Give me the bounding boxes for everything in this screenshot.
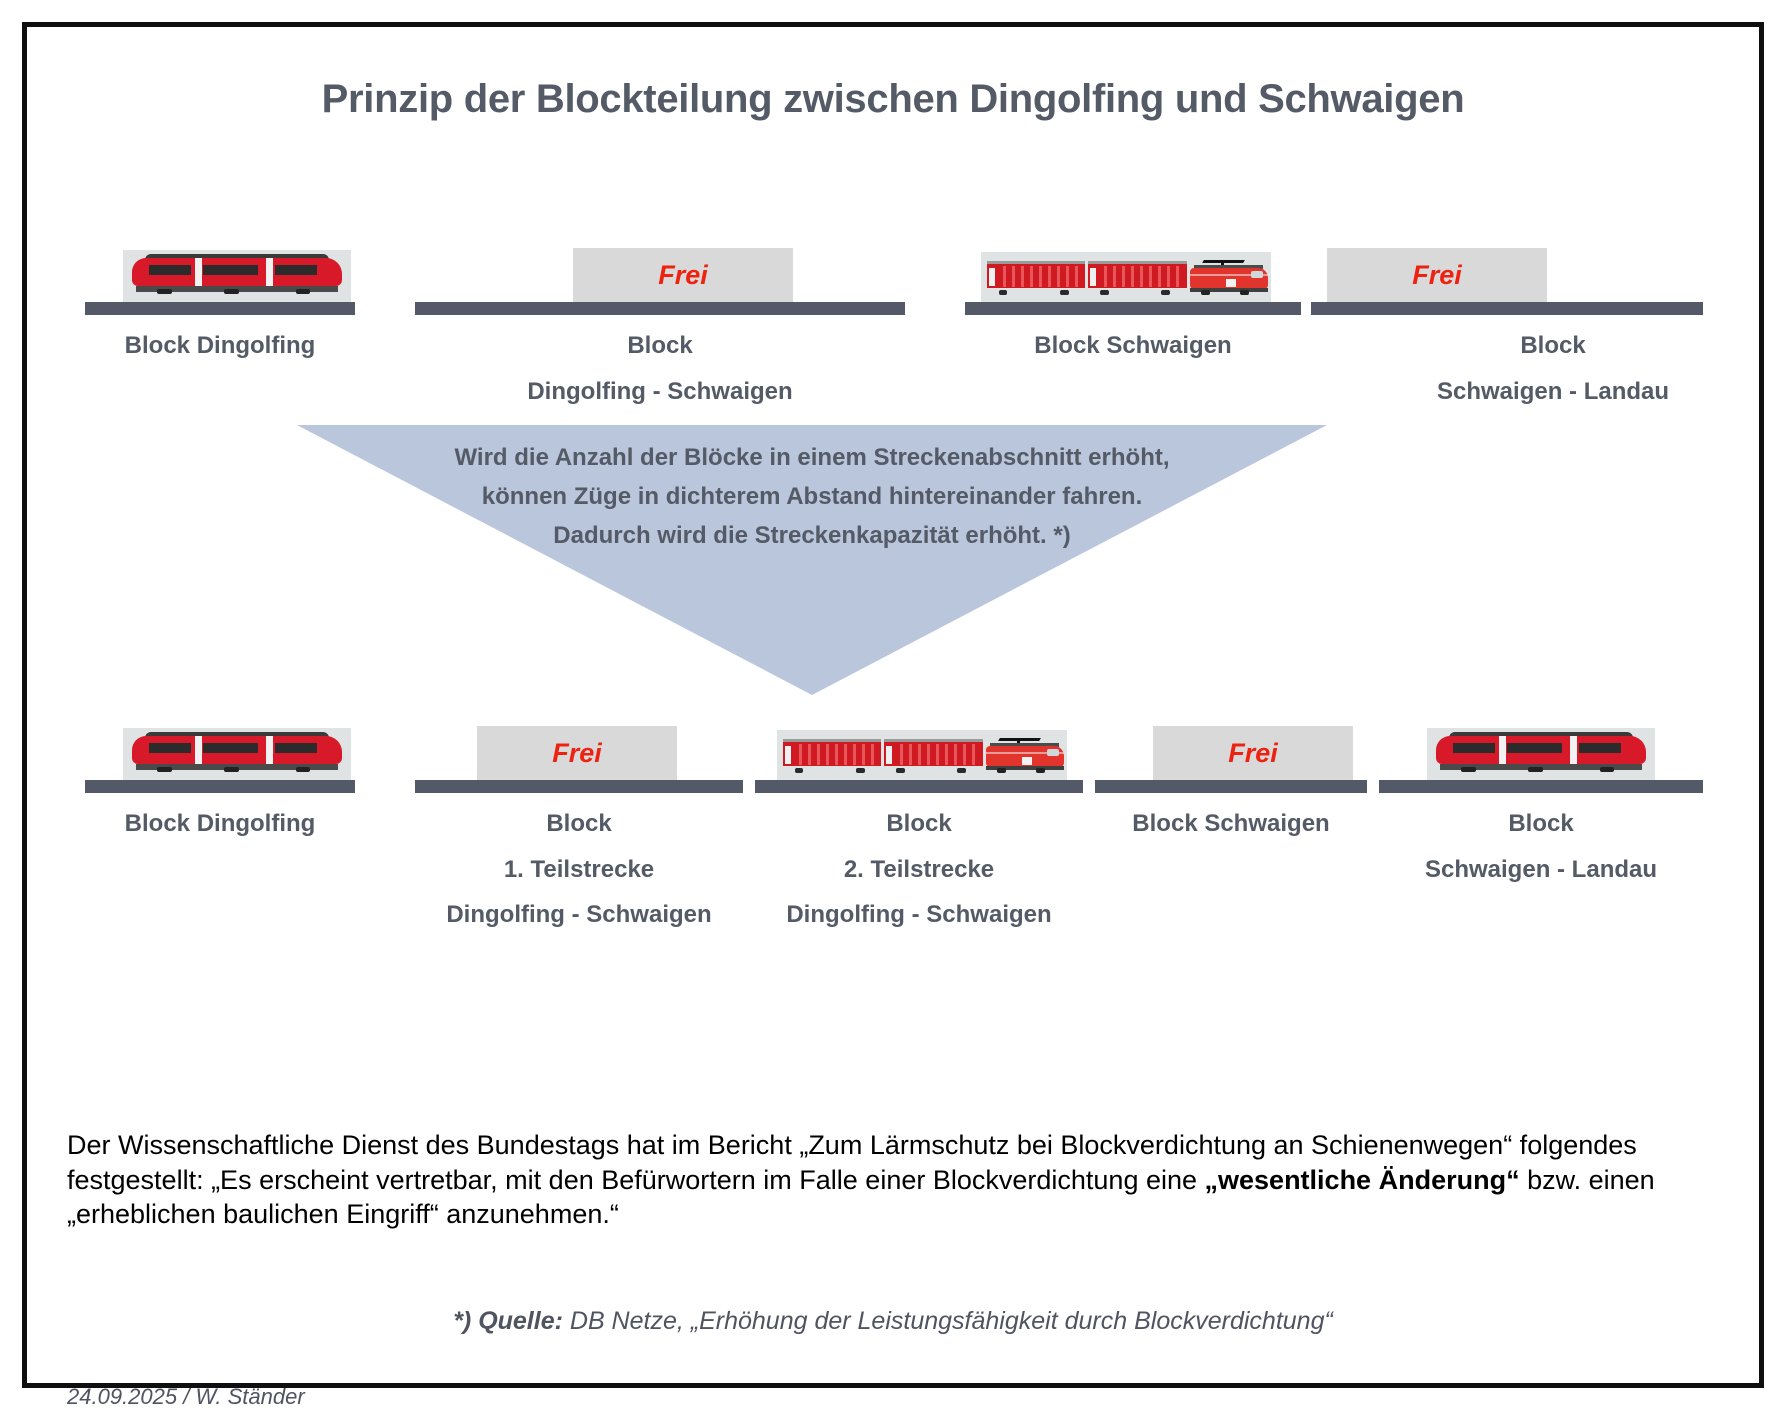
block-label-line: Schwaigen - Landau (1437, 377, 1670, 405)
freight-wagon (1088, 261, 1187, 295)
bottom-block-row: Block Dingolfing Frei Block 1. Teilstrec… (27, 27, 1759, 928)
train-body (132, 258, 342, 286)
top-block-row: Block Dingolfing Frei Block Dingolfing -… (27, 27, 1759, 405)
rail-bar (85, 780, 355, 793)
source-note: *) Quelle: DB Netze, „Erhöhung der Leist… (27, 1307, 1769, 1336)
rail-bar (415, 302, 905, 315)
block-label-line: Dingolfing - Schwaigen (786, 901, 1052, 929)
page-title: Prinzip der Blockteilung zwischen Dingol… (321, 77, 1465, 121)
top-block-1-label: Block Dingolfing (125, 323, 316, 369)
train-roof (144, 254, 330, 260)
train-regional-dmu (123, 728, 351, 780)
bottom-block-5-label: Block Schwaigen - Landau (1425, 801, 1657, 892)
block-label-line: Block (886, 810, 952, 837)
train-regional-dmu (1427, 728, 1655, 780)
bottom-block-3[interactable]: Block 2. Teilstrecke Dingolfing - Schwai… (755, 675, 1083, 928)
body-paragraph: Der Wissenschaftliche Dienst des Bundest… (67, 1128, 1737, 1232)
free-indicator-box: Frei (477, 726, 677, 780)
top-block-4-label: Block Schwaigen - Landau (1437, 323, 1669, 414)
bottom-block-4-label: Block Schwaigen (1132, 801, 1329, 847)
block-label-line: Block (627, 332, 693, 359)
top-block-3[interactable]: Block Schwaigen (965, 197, 1301, 359)
freight-wagon (782, 739, 882, 773)
frei-label: Frei (658, 259, 708, 290)
rail-bar (1311, 302, 1703, 315)
bottom-block-4[interactable]: Frei Block Schwaigen (1095, 675, 1367, 837)
arrow-text: Wird die Anzahl der Blöcke in einem Stre… (297, 439, 1327, 556)
frei-label: Frei (1412, 259, 1462, 290)
top-block-2[interactable]: Frei Block Dingolfing - Schwaigen (415, 197, 905, 405)
freight-wagon (986, 261, 1086, 295)
bottom-block-2[interactable]: Frei Block 1. Teilstrecke Dingolfing - S… (415, 675, 743, 928)
train-freight (777, 730, 1067, 780)
train-freight (981, 252, 1271, 302)
rail-bar (85, 302, 355, 315)
frei-label: Frei (552, 737, 602, 768)
free-indicator-box: Frei (573, 248, 793, 302)
train-regional-dmu (123, 250, 351, 302)
block-label-line: Dingolfing - Schwaigen (527, 377, 793, 405)
bottom-block-1[interactable]: Block Dingolfing (85, 675, 355, 837)
arrow-text-line: Wird die Anzahl der Blöcke in einem Stre… (454, 444, 1170, 471)
block-label-line: Block Schwaigen (1034, 332, 1232, 359)
paragraph-part-2: bzw. einen „erheblichen baulichen Eingri… (67, 1164, 1655, 1230)
arrow-text-line: können Züge in dichterem Abstand hintere… (481, 482, 1143, 510)
bottom-block-3-label: Block 2. Teilstrecke Dingolfing - Schwai… (786, 801, 1051, 938)
rail-bar (415, 780, 743, 793)
rail-bar (1379, 780, 1703, 793)
freight-wagon (884, 739, 983, 773)
block-label-line: Block Dingolfing (124, 332, 316, 359)
rail-bar (965, 302, 1301, 315)
arrow-text-line: Dadurch wird die Streckenkapazität erhöh… (553, 521, 1071, 549)
rail-bar (755, 780, 1083, 793)
slide-frame: Prinzip der Blockteilung zwischen Dingol… (22, 22, 1764, 1409)
free-indicator-box: Frei (1153, 726, 1353, 780)
block-label-line: Block Dingolfing (124, 810, 316, 837)
bottom-block-2-label: Block 1. Teilstrecke Dingolfing - Schwai… (446, 801, 711, 938)
paragraph-bold: „wesentliche Änderung“ (1204, 1164, 1520, 1195)
block-label-line: 1. Teilstrecke (503, 855, 655, 883)
source-prefix: *) Quelle: (453, 1307, 563, 1335)
top-block-2-label: Block Dingolfing - Schwaigen (527, 323, 792, 414)
rail-bar (1095, 780, 1367, 793)
top-block-3-label: Block Schwaigen (1034, 323, 1231, 369)
frei-label: Frei (1228, 737, 1278, 768)
paragraph-part-1: Der Wissenschaftliche Dienst des Bundest… (67, 1130, 1637, 1195)
top-block-4[interactable]: Frei Block Schwaigen - Landau (1311, 197, 1703, 405)
source-text: DB Netze, „Erhöhung der Leistungsfähigke… (562, 1307, 1333, 1335)
top-block-1[interactable]: Block Dingolfing (85, 197, 355, 359)
block-label-line: 2. Teilstrecke (843, 855, 995, 883)
electric-locomotive (985, 738, 1065, 773)
block-label-line: Block Schwaigen (1132, 810, 1330, 837)
block-label-line: Dingolfing - Schwaigen (446, 901, 712, 929)
block-label-line: Block (546, 810, 612, 837)
free-indicator-box: Frei (1327, 248, 1547, 302)
block-label-line: Block (1508, 810, 1574, 837)
bottom-block-1-label: Block Dingolfing (125, 801, 316, 847)
block-label-line: Block (1520, 332, 1586, 359)
block-label-line: Schwaigen - Landau (1424, 855, 1658, 883)
bottom-block-5[interactable]: Block Schwaigen - Landau (1379, 675, 1703, 883)
footer-date-author: 24.09.2025 / W. Ständer (67, 1384, 305, 1409)
electric-locomotive (1189, 260, 1269, 295)
